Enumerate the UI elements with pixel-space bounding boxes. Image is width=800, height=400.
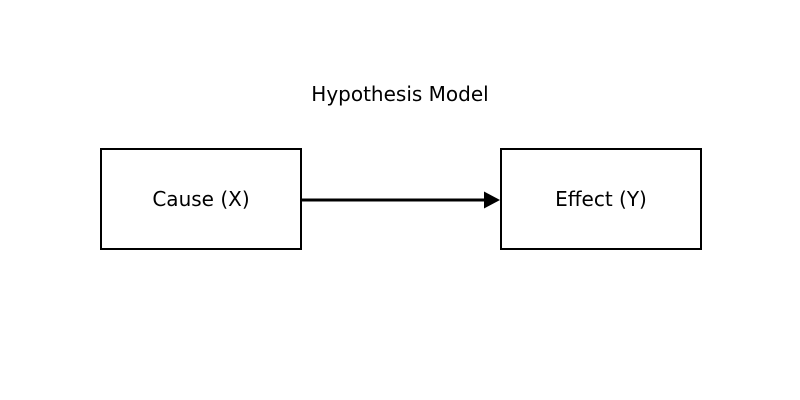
node-effect-label: Effect (Y): [555, 187, 647, 211]
node-cause[interactable]: Cause (X): [100, 148, 302, 250]
arrow-head-icon: [484, 191, 500, 209]
node-cause-label: Cause (X): [152, 187, 250, 211]
diagram-title: Hypothesis Model: [311, 82, 489, 106]
node-effect[interactable]: Effect (Y): [500, 148, 702, 250]
